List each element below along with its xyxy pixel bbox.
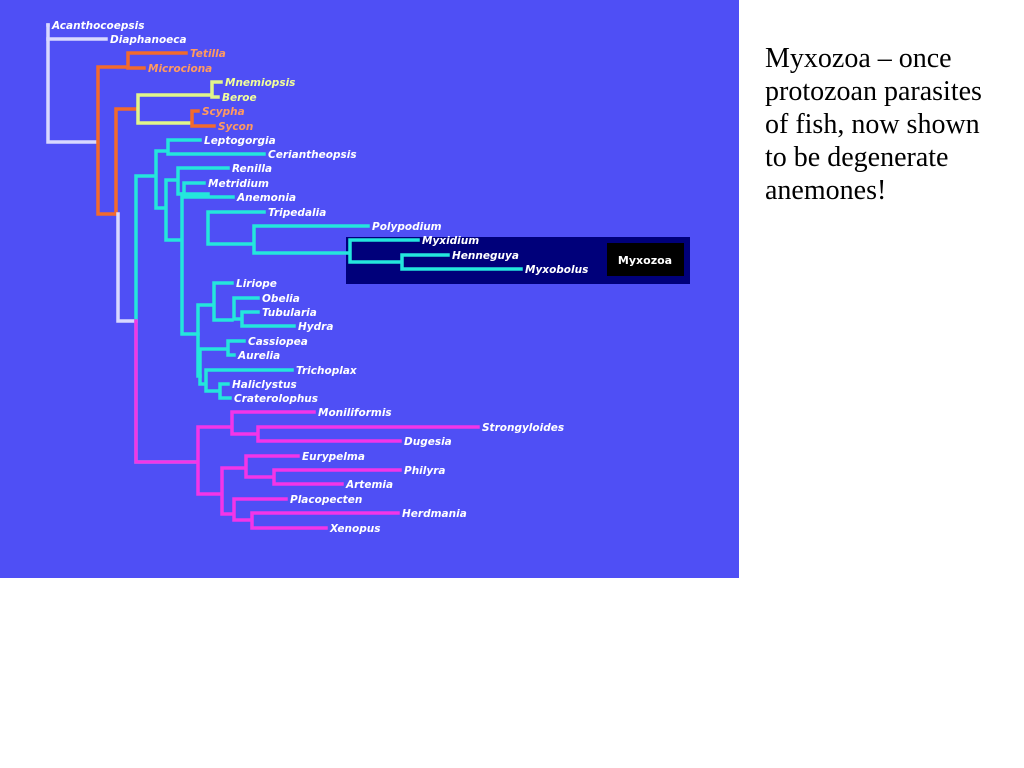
tree-branch <box>136 93 212 125</box>
tree-branch <box>232 497 288 522</box>
taxon-label: Cassiopea <box>248 336 308 348</box>
taxon-label: Mnemiopsis <box>225 77 295 89</box>
tree-branch <box>232 296 260 321</box>
tree-branch <box>114 107 138 216</box>
taxon-label: Acanthocoepsis <box>51 20 144 32</box>
taxon-label: Craterolophus <box>234 393 318 405</box>
myxozoa-label: Myxozoa <box>618 254 672 267</box>
tree-branch <box>190 109 216 128</box>
taxon-label: Metridium <box>208 178 269 190</box>
taxon-label: Leptogorgia <box>204 135 276 147</box>
tree-branch <box>96 65 128 216</box>
taxon-label: Myxobolus <box>525 264 588 276</box>
tree-branch <box>240 310 296 328</box>
taxon-label: Artemia <box>345 479 393 491</box>
taxon-label: Strongyloides <box>482 422 564 434</box>
taxon-label: Haliclystus <box>232 379 297 391</box>
taxon-label: Obelia <box>262 293 300 305</box>
tree-branch <box>204 368 294 393</box>
tree-branch <box>230 410 316 436</box>
tree-branch <box>348 238 420 264</box>
taxon-label: Hydra <box>298 321 333 333</box>
taxon-label: Sycon <box>218 121 253 133</box>
tree-branch <box>134 174 198 464</box>
tree-branch <box>252 224 370 255</box>
taxon-label: Myxidium <box>422 235 479 247</box>
taxon-label: Aurelia <box>237 350 280 362</box>
taxon-label: Henneguya <box>452 250 519 262</box>
caption-line: anemones! <box>765 175 887 206</box>
taxon-label: Ceriantheopsis <box>268 149 357 161</box>
tree-branch <box>198 347 228 386</box>
taxon-label: Dugesia <box>404 436 452 448</box>
taxon-label: Polypodium <box>372 221 442 233</box>
taxon-label: Philyra <box>404 465 445 477</box>
caption-text: Myxozoa – once protozoan parasites of fi… <box>765 42 1024 207</box>
caption-line: of fish, now shown <box>765 109 980 140</box>
taxon-label: Placopecten <box>290 494 362 506</box>
tree-branch <box>272 468 402 486</box>
tree-branch <box>210 80 223 99</box>
tree-branch <box>126 51 188 70</box>
tree-branch <box>46 23 98 144</box>
caption-line: Myxozoa – once <box>765 43 952 74</box>
taxon-label: Xenopus <box>329 523 380 535</box>
tree-branch <box>250 511 400 530</box>
taxon-label: Tubularia <box>262 307 317 319</box>
taxon-label: Microciona <box>148 63 212 75</box>
tree-branch <box>154 149 168 210</box>
tree-branch <box>180 192 210 336</box>
myxozoa-label-box <box>607 243 684 276</box>
tree-branch <box>226 339 246 357</box>
tree-branch <box>206 210 266 246</box>
taxon-label: Moniliformis <box>318 407 392 419</box>
taxon-label: Eurypelma <box>302 451 365 463</box>
taxon-label: Scypha <box>202 106 245 118</box>
tree-branch <box>256 425 480 443</box>
tree-branch <box>134 319 198 464</box>
tree-branch <box>166 138 266 156</box>
tree-branch <box>220 466 246 516</box>
taxon-label: Tetilla <box>190 48 226 60</box>
tree-branch <box>164 178 182 242</box>
taxon-label: Renilla <box>232 163 272 175</box>
tree-branch <box>116 212 138 323</box>
tree-branch <box>400 253 523 271</box>
taxon-label: Tripedalia <box>268 207 326 219</box>
tree-branch <box>244 454 300 479</box>
tree-branch <box>196 425 232 496</box>
taxon-label: Beroe <box>222 92 257 104</box>
taxon-label: Liriope <box>236 278 277 290</box>
taxon-label: Herdmania <box>402 508 467 520</box>
taxon-label: Anemonia <box>236 192 296 204</box>
caption-line: protozoan parasites <box>765 76 982 107</box>
taxon-label: Diaphanoeca <box>110 34 187 46</box>
caption-line: to be degenerate <box>765 142 949 173</box>
tree-branch <box>218 382 232 400</box>
tree-branch <box>212 281 234 322</box>
taxon-label: Trichoplax <box>296 365 358 377</box>
phylogenetic-tree: AcanthocoepsisDiaphanoecaTetillaMicrocio… <box>46 20 690 535</box>
